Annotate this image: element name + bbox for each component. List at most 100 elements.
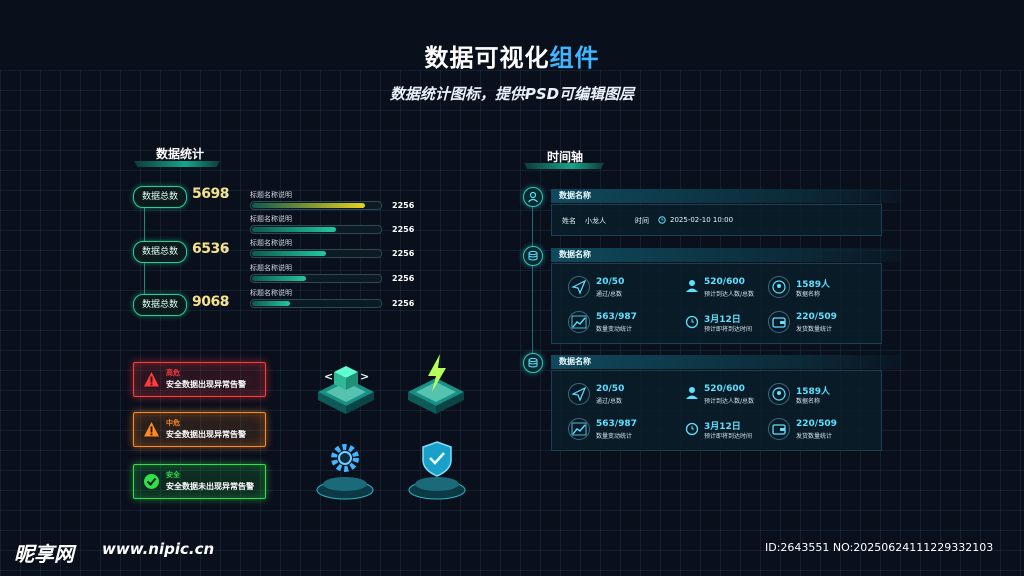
alarm-clock-icon — [685, 422, 699, 436]
timeline-connector — [532, 204, 533, 248]
progress-bar-value: 2256 — [392, 249, 415, 258]
alert-card: 高危安全数据出现异常告警 — [133, 362, 266, 397]
progress-bar-label: 标题名称说明 — [250, 215, 292, 223]
stat-value: 6536 — [192, 241, 229, 257]
image-id-text: ID:2643551 NO:20250624111229332103 — [765, 541, 994, 554]
stat-pill: 数据总数 — [133, 294, 188, 316]
metric-label: 数量变动统计 — [596, 326, 633, 333]
up-arrow-icon: ↑ — [222, 246, 230, 256]
alarm-clock-icon — [685, 315, 699, 329]
timeline-entry-card: 姓名 小龙人 时间 2025-02-10 10:00 — [551, 204, 882, 236]
timeline-connector — [532, 263, 533, 355]
alert-message: 安全数据出现异常告警 — [166, 430, 246, 439]
target-user-icon — [768, 383, 790, 405]
timeline-section-title: 时间轴 — [547, 150, 584, 164]
stat-pill: 数据总数 — [133, 241, 188, 263]
gear-icon — [316, 444, 374, 500]
metric-label: 通过/总数 — [596, 398, 623, 405]
time-label: 时间 — [635, 217, 649, 225]
user-icon — [528, 191, 538, 203]
metric-value: 563/987 — [596, 312, 637, 322]
metric-value: 520/600 — [704, 384, 745, 394]
metric-label: 数据名称 — [796, 398, 821, 405]
code-cube-icon: < > — [318, 366, 374, 414]
clock-icon — [658, 216, 666, 224]
stats-section-underline — [134, 161, 220, 167]
lightning-cube-icon — [408, 354, 464, 414]
timeline-entry-header: 数据名称 — [551, 355, 901, 369]
name-label: 姓名 — [562, 217, 576, 225]
person-icon — [686, 280, 698, 292]
wallet-icon — [768, 418, 790, 440]
send-icon — [568, 276, 590, 298]
check-circle-icon — [144, 474, 159, 489]
progress-bar-label: 标题名称说明 — [250, 264, 292, 272]
page-subtitle: 数据统计图标，提供PSD可编辑图层 — [389, 85, 635, 103]
metric-label: 预计即将到达时间 — [704, 433, 753, 440]
progress-bar-value: 2256 — [392, 201, 415, 210]
alert-level: 安全 — [166, 471, 180, 479]
alert-level: 中危 — [166, 419, 180, 427]
site-logo: 昵享网 — [14, 542, 74, 566]
progress-bar-label: 标题名称说明 — [250, 239, 292, 247]
wallet-icon — [768, 311, 790, 333]
metric-label: 预计到达人数/总数 — [704, 398, 755, 405]
stat-value: 5698 — [192, 186, 229, 202]
page-title: 数据可视化组件 — [424, 44, 600, 72]
metric-value: 220/509 — [796, 419, 837, 429]
up-arrow-icon: ↑ — [222, 299, 230, 309]
metric-label: 数据名称 — [796, 291, 821, 298]
progress-bar-track — [250, 249, 382, 258]
timeline-entry-header: 数据名称 — [551, 189, 901, 203]
progress-bar-track — [250, 225, 382, 234]
metric-label: 预计到达人数/总数 — [704, 291, 755, 298]
stats-section-title: 数据统计 — [156, 147, 205, 161]
metric-label: 发货数量统计 — [796, 433, 833, 440]
progress-bar-value: 2256 — [392, 299, 415, 308]
warning-triangle-icon — [144, 372, 159, 387]
alert-card: 安全安全数据未出现异常告警 — [133, 464, 266, 499]
send-icon — [568, 383, 590, 405]
database-icon — [528, 357, 538, 368]
target-user-icon — [768, 276, 790, 298]
svg-text:<: < — [324, 370, 333, 383]
stat-value: 9068 — [192, 294, 229, 310]
metric-label: 预计即将到达时间 — [704, 326, 753, 333]
progress-bar-fill — [252, 301, 290, 306]
metric-value: 20/50 — [596, 384, 625, 394]
metric-label: 数量变动统计 — [596, 433, 633, 440]
metric-value: 1589人 — [796, 280, 831, 290]
alert-message: 安全数据未出现异常告警 — [166, 482, 254, 491]
person-icon — [686, 387, 698, 399]
progress-bar-fill — [252, 276, 306, 281]
timeline-node — [523, 246, 543, 266]
alert-level: 高危 — [166, 369, 180, 377]
trend-chart-icon — [568, 311, 590, 333]
timeline-node — [523, 353, 543, 373]
progress-bar-value: 2256 — [392, 274, 415, 283]
metric-value: 1589人 — [796, 387, 831, 397]
progress-bar-label: 标题名称说明 — [250, 191, 292, 199]
metric-label: 通过/总数 — [596, 291, 623, 298]
time-value: 2025-02-10 10:00 — [670, 216, 734, 224]
timeline-section-underline — [524, 163, 604, 169]
progress-bar-fill — [252, 203, 365, 208]
progress-bar-track — [250, 201, 382, 210]
progress-bar-track — [250, 274, 382, 283]
trend-chart-icon — [568, 418, 590, 440]
progress-bar-fill — [252, 227, 336, 232]
stat-pill: 数据总数 — [133, 186, 188, 208]
metric-label: 发货数量统计 — [796, 326, 833, 333]
progress-bar-track — [250, 299, 382, 308]
site-url: www.nipic.cn — [102, 540, 215, 558]
name-value: 小龙人 — [585, 217, 606, 225]
metric-value: 220/509 — [796, 312, 837, 322]
progress-bar-value: 2256 — [392, 225, 415, 234]
svg-text:>: > — [360, 370, 369, 383]
alert-message: 安全数据出现异常告警 — [166, 380, 246, 389]
timeline-entry-header: 数据名称 — [551, 248, 901, 262]
metric-value: 563/987 — [596, 419, 637, 429]
progress-bar-label: 标题名称说明 — [250, 289, 292, 297]
metric-value: 20/50 — [596, 277, 625, 287]
